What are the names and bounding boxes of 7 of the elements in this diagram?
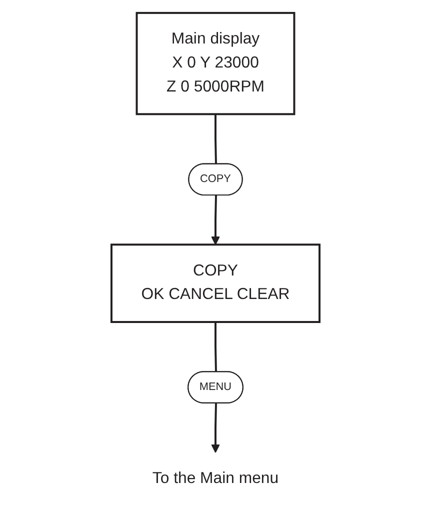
connector	[214, 322, 217, 372]
node-box: COPY OK CANCEL CLEAR	[110, 244, 321, 323]
connector	[214, 114, 217, 164]
arrow	[211, 403, 220, 453]
node-box: Main display X 0 Y 23000 Z 0 5000RPM	[136, 12, 296, 116]
arrow	[211, 195, 220, 246]
node-text: To the Main menu	[152, 470, 279, 488]
